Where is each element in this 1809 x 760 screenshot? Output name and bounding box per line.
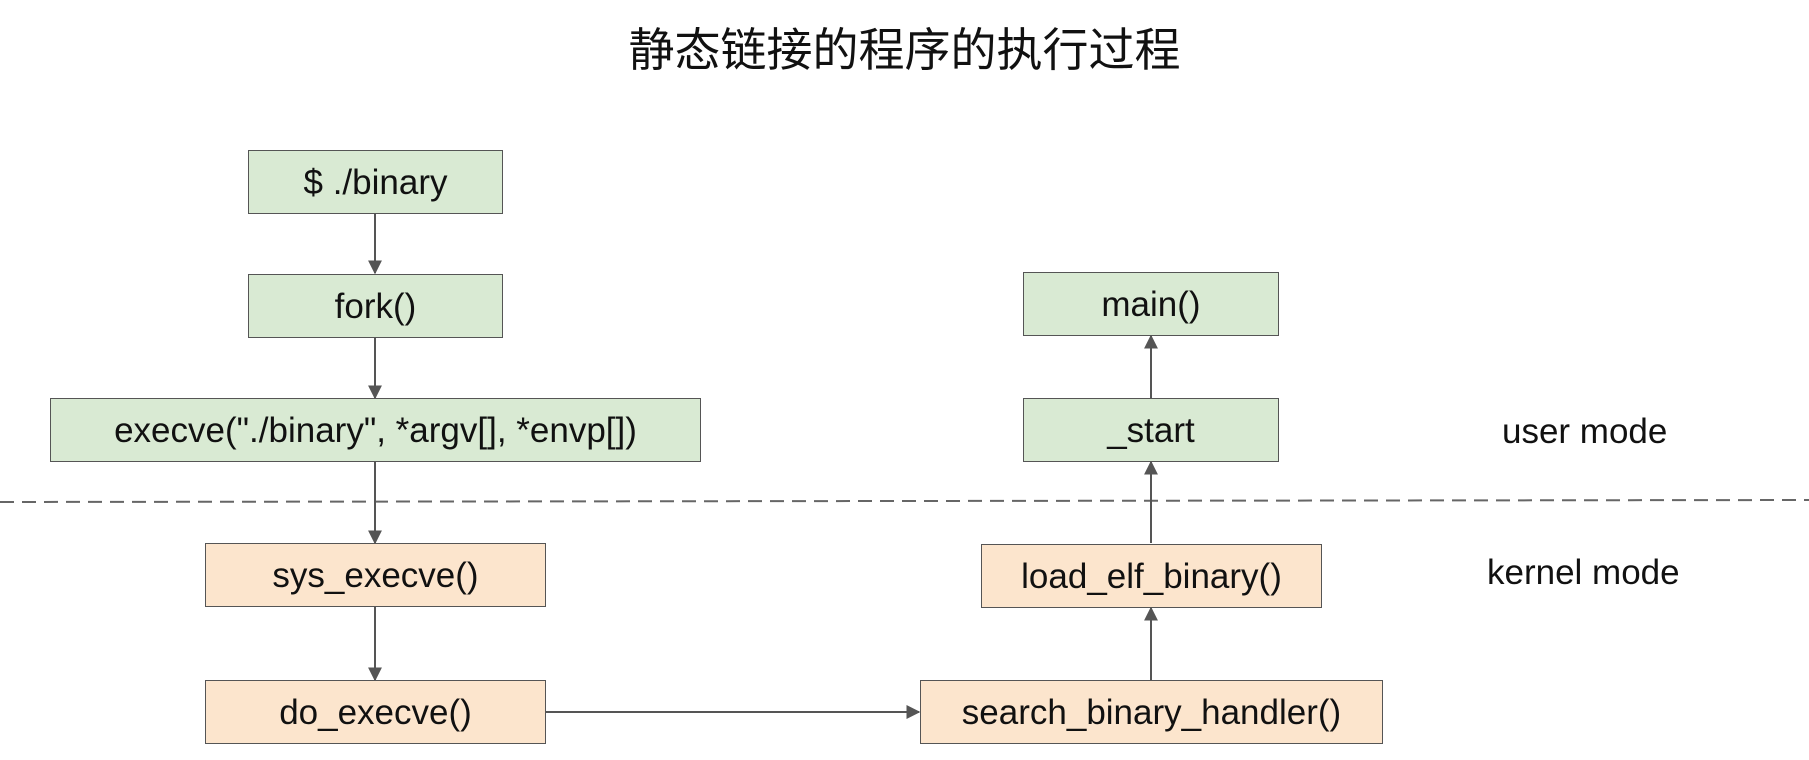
- node-start-label: _start: [1107, 410, 1195, 450]
- mode-divider-line: [0, 499, 1809, 503]
- diagram-title: 静态链接的程序的执行过程: [628, 23, 1181, 77]
- node-shell-command: $ ./binary: [248, 150, 503, 214]
- node-shell-command-label: $ ./binary: [303, 162, 448, 202]
- node-load-elf-binary-label: load_elf_binary(): [1021, 556, 1282, 596]
- node-main: main(): [1023, 272, 1279, 336]
- node-load-elf-binary: load_elf_binary(): [981, 544, 1322, 608]
- node-sys-execve-label: sys_execve(): [272, 555, 479, 595]
- node-execve-label: execve("./binary", *argv[], *envp[]): [114, 410, 637, 450]
- node-fork-label: fork(): [334, 286, 417, 326]
- node-do-execve-label: do_execve(): [279, 692, 472, 732]
- node-main-label: main(): [1101, 284, 1201, 324]
- node-search-binary-handler: search_binary_handler(): [920, 680, 1383, 744]
- node-fork: fork(): [248, 274, 503, 338]
- node-sys-execve: sys_execve(): [205, 543, 546, 607]
- kernel-mode-label: kernel mode: [1487, 553, 1680, 592]
- node-do-execve: do_execve(): [205, 680, 546, 744]
- node-start: _start: [1023, 398, 1279, 462]
- node-execve: execve("./binary", *argv[], *envp[]): [50, 398, 701, 462]
- user-mode-label: user mode: [1502, 412, 1668, 451]
- node-search-binary-handler-label: search_binary_handler(): [961, 692, 1342, 732]
